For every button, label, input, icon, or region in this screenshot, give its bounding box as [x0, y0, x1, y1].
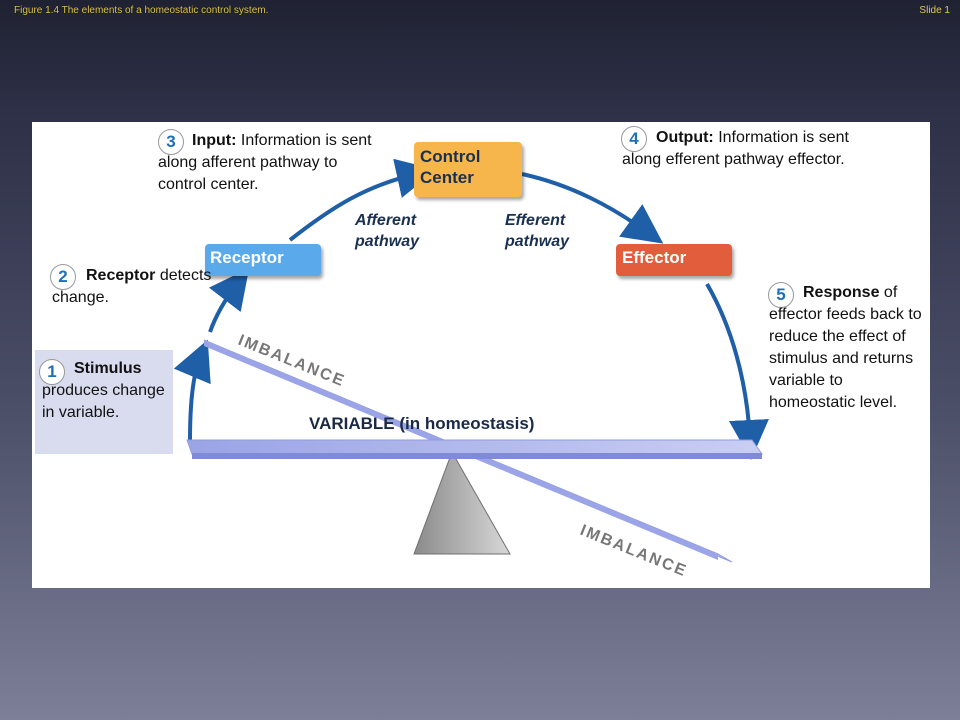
arrow-receptor-up	[208, 268, 250, 333]
step-2-head: Receptor	[86, 267, 156, 284]
step-1-head: Stimulus	[74, 360, 142, 377]
step-2-text: Receptor detects change.	[52, 265, 212, 309]
receptor-box: Receptor	[205, 244, 321, 276]
step-2-body: detects change.	[52, 267, 212, 306]
variable-bold: VARIABLE	[309, 414, 395, 433]
afferent-line1: Afferent	[355, 212, 417, 229]
step-2-number: 2	[50, 264, 76, 290]
slide-title: Figure 1.4 The elements of a homeostatic…	[14, 5, 269, 16]
step-3-number: 3	[158, 129, 184, 155]
efferent-line2: pathway	[505, 233, 570, 250]
variable-rest: (in homeostasis)	[399, 414, 535, 433]
control-center-label-line2: Center	[420, 168, 474, 187]
step-4-text: Output: Information is sent along effere…	[622, 127, 867, 171]
step-4-body: Information is sent along efferent pathw…	[622, 129, 849, 168]
level-beam	[186, 439, 763, 455]
efferent-line1: Efferent	[505, 212, 566, 229]
step-4-head: Output:	[656, 129, 714, 146]
step-3-head: Input:	[192, 132, 237, 149]
arrow-afferent	[288, 158, 437, 242]
step-1-text: Stimulus produces change in variable.	[42, 358, 172, 424]
step-4-number: 4	[621, 126, 647, 152]
step-3-body: Information is sent along afferent pathw…	[158, 132, 372, 193]
level-beam-edge	[192, 453, 762, 459]
efferent-pathway-label: Efferent pathway	[505, 210, 569, 252]
diagram-graphics	[173, 158, 769, 563]
diagram-panel: Receptor Control Center Effector Afferen…	[32, 122, 930, 588]
step-1-number: 1	[39, 359, 65, 385]
fulcrum	[413, 450, 511, 555]
afferent-pathway-label: Afferent pathway	[355, 210, 419, 252]
arrow-response	[705, 282, 769, 460]
control-center-box: Control Center	[414, 142, 522, 197]
control-center-label-line1: Control	[420, 147, 481, 166]
effector-box: Effector	[616, 244, 732, 276]
step-5-head: Response	[803, 284, 880, 301]
step-5-body: of effector feeds back to reduce the eff…	[769, 284, 922, 411]
variable-label: VARIABLE (in homeostasis)	[309, 414, 534, 434]
step-1-body: produces change in variable.	[42, 382, 165, 421]
effector-label: Effector	[622, 248, 687, 267]
afferent-line2: pathway	[355, 233, 420, 250]
arrow-stimulus-to-receptor	[173, 339, 211, 441]
arrow-efferent	[521, 172, 664, 244]
step-5-text: Response of effector feeds back to reduc…	[769, 282, 929, 414]
receptor-label: Receptor	[210, 248, 284, 267]
step-3-text: Input: Information is sent along afferen…	[158, 130, 378, 196]
slide-number: Slide 1	[919, 5, 950, 16]
step-5-number: 5	[768, 282, 794, 308]
